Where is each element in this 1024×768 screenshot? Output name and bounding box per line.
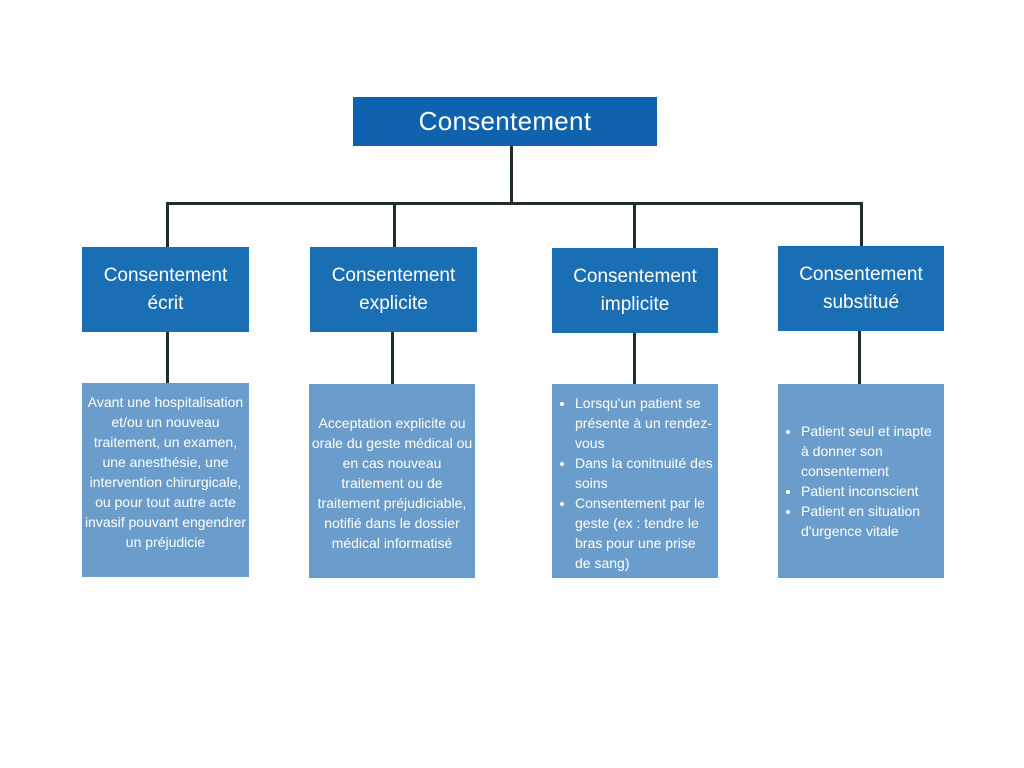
category-label-line2: implicite [600, 293, 670, 315]
category-label-line2: substitué [822, 291, 900, 313]
category-node-implicite: Consentement implicite [552, 248, 718, 333]
category-label-line2: écrit [147, 292, 184, 314]
connector-horizontal [166, 202, 862, 205]
description-list: Patient seul et inapte à donner son cons… [778, 421, 940, 541]
category-label-line1: Consentement [103, 264, 228, 286]
list-item: Dans la conitnuité des soins [575, 453, 714, 493]
description-text: Avant une hospitalisation et/ou un nouve… [84, 394, 247, 550]
connector-substitue-desc [858, 331, 861, 384]
category-label-line1: Consentement [799, 263, 923, 285]
connector-ecrit-desc [166, 332, 169, 383]
description-substitue: Patient seul et inapte à donner son cons… [778, 384, 944, 578]
connector-to-implicite [633, 202, 636, 248]
connector-explicite-desc [391, 332, 394, 384]
category-node-substitue: Consentement substitué [778, 246, 944, 331]
description-text: Acceptation explicite ou orale du geste … [311, 415, 473, 551]
list-item: Lorsqu'un patient se présente à un rende… [575, 393, 714, 453]
category-label-line1: Consentement [331, 264, 456, 286]
root-label: Consentement [418, 106, 592, 136]
category-label-line2: explicite [359, 292, 428, 314]
connector-to-ecrit [166, 202, 169, 247]
list-item: Patient en situation d'urgence vitale [801, 501, 940, 541]
description-list: Lorsqu'un patient se présente à un rende… [552, 393, 714, 573]
category-node-ecrit: Consentement écrit [82, 247, 249, 332]
connector-to-substitue [860, 202, 863, 246]
connector-implicite-desc [633, 333, 636, 384]
category-label-line1: Consentement [573, 265, 697, 287]
connector-root-down [510, 146, 513, 204]
list-item: Patient inconscient [801, 481, 940, 501]
list-item: Consentement par le geste (ex : tendre l… [575, 493, 714, 573]
description-explicite: Acceptation explicite ou orale du geste … [309, 384, 475, 578]
connector-to-explicite [393, 202, 396, 247]
description-ecrit: Avant une hospitalisation et/ou un nouve… [82, 383, 249, 577]
category-node-explicite: Consentement explicite [310, 247, 477, 332]
description-implicite: Lorsqu'un patient se présente à un rende… [552, 384, 718, 578]
root-node: Consentement [353, 97, 657, 146]
list-item: Patient seul et inapte à donner son cons… [801, 421, 940, 481]
